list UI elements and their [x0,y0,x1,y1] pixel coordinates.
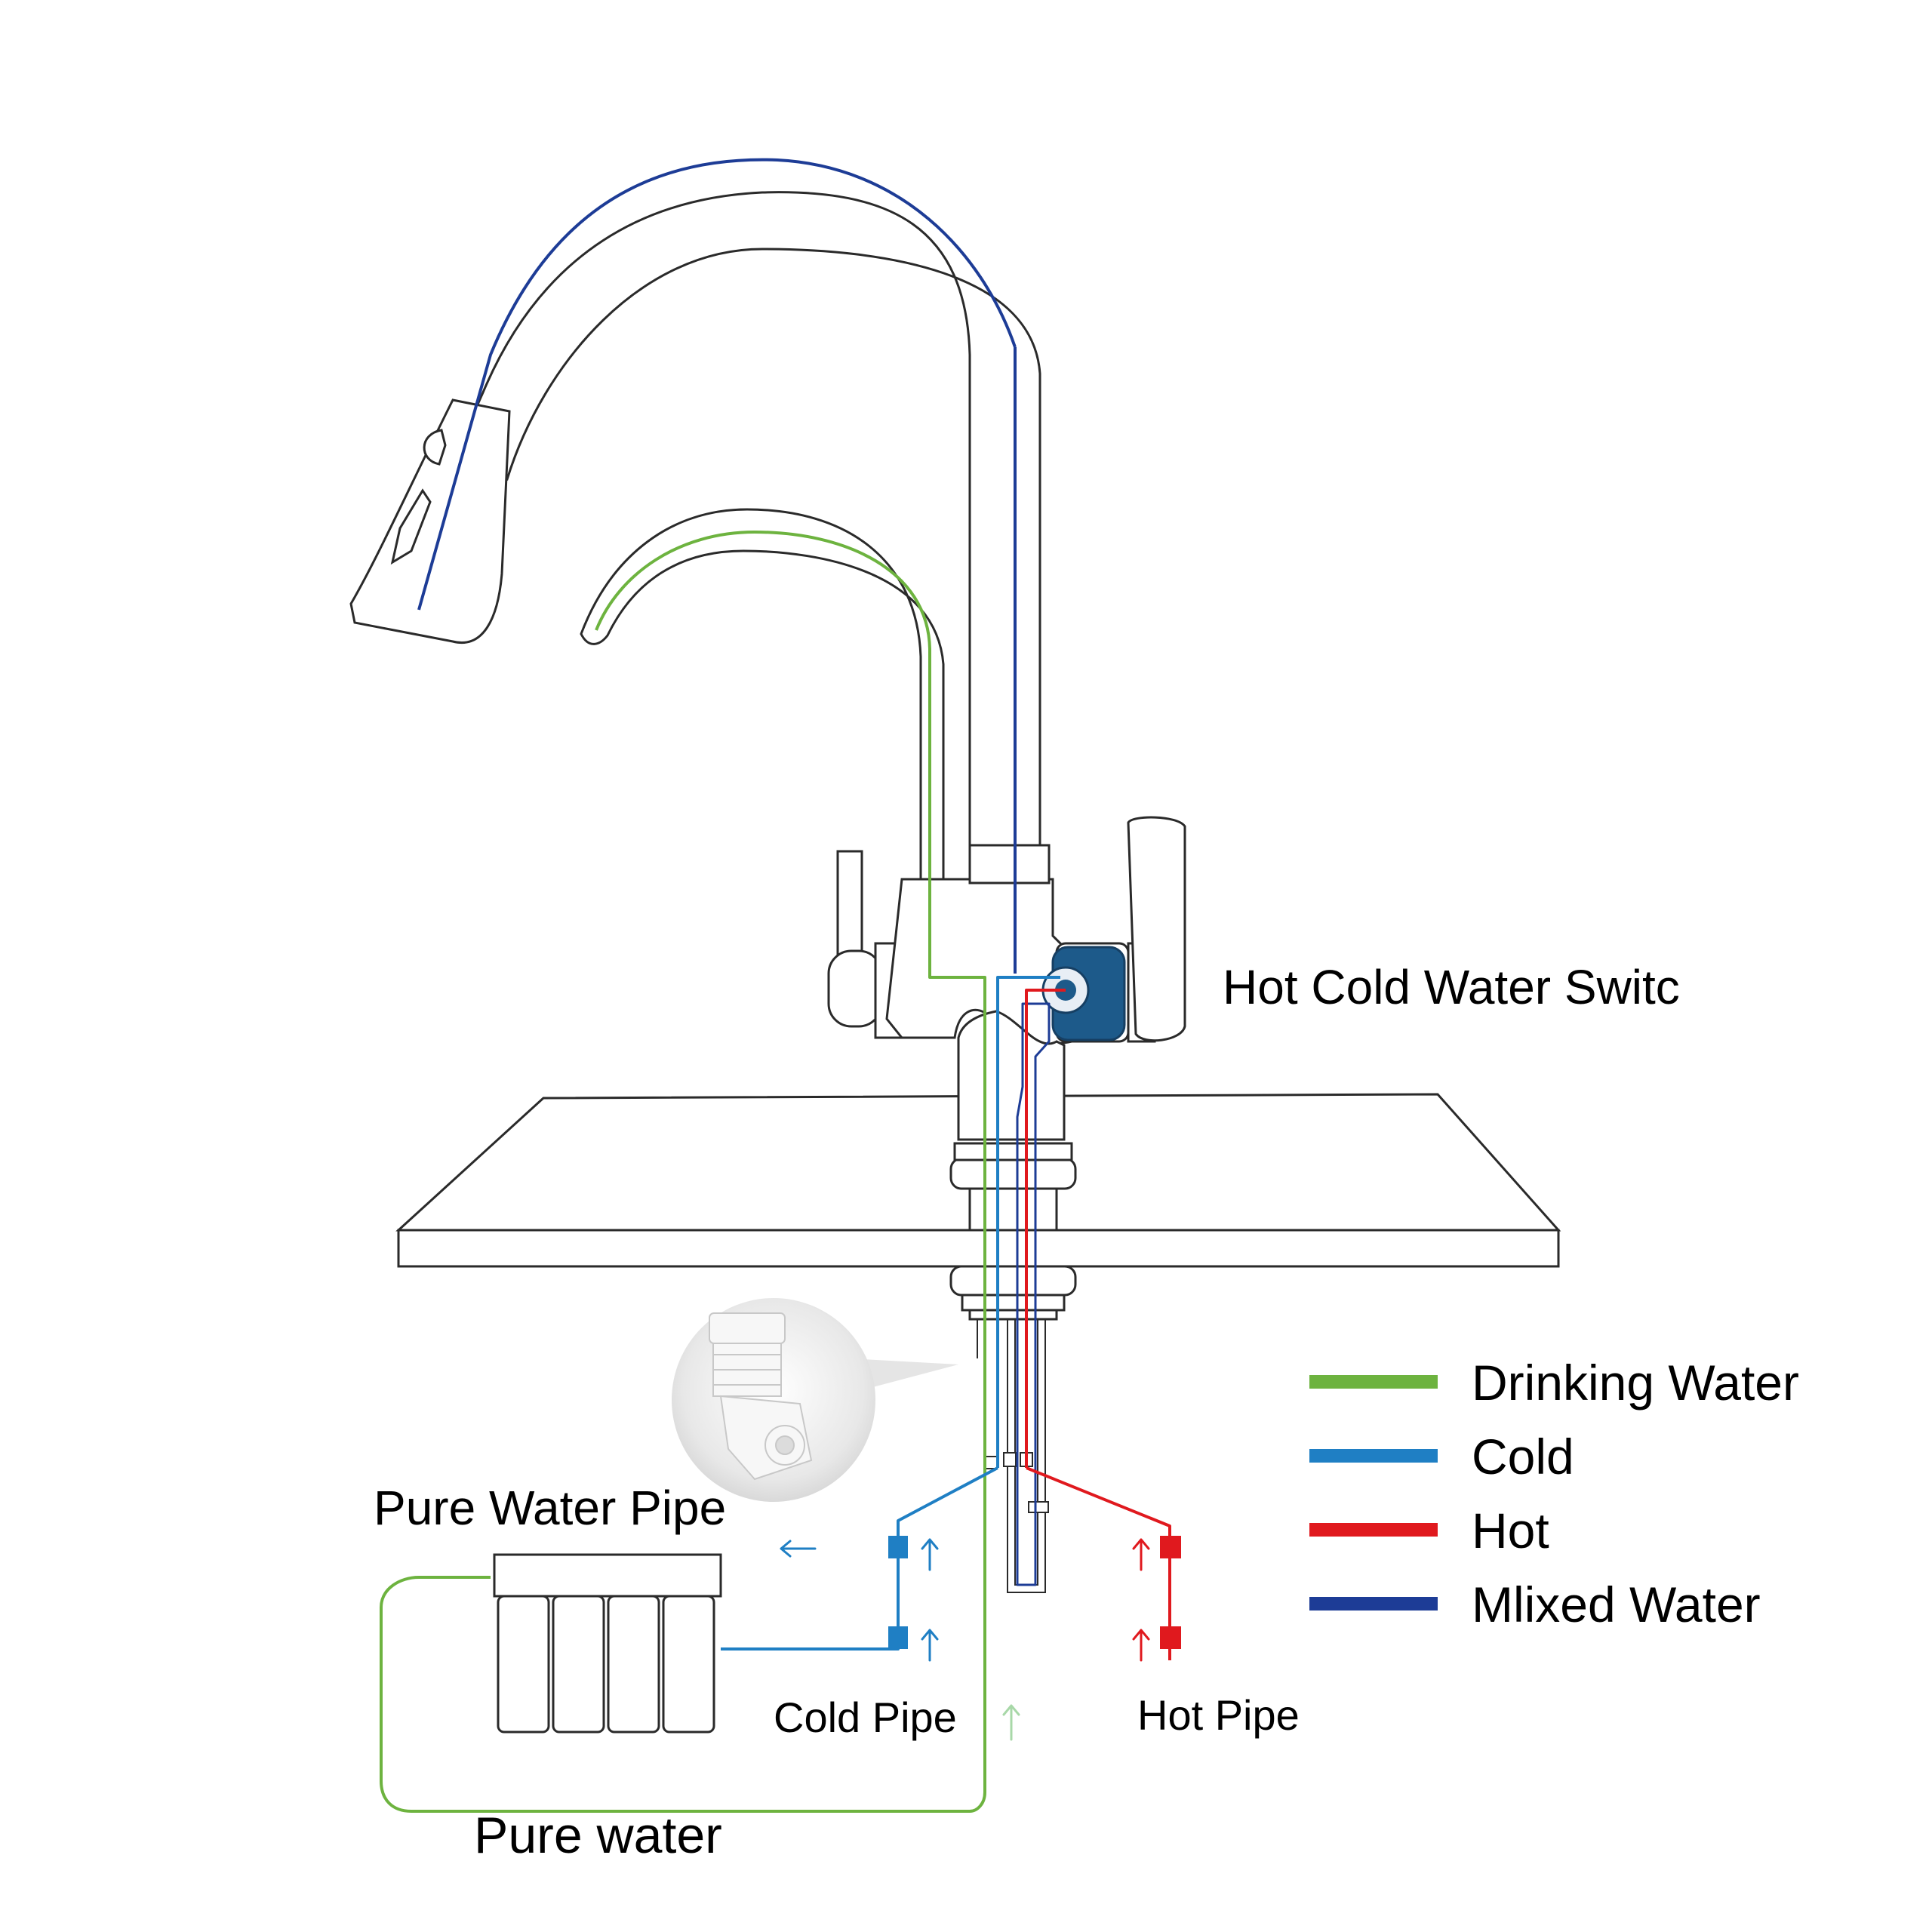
legend-label: Mlixed Water [1472,1577,1761,1632]
hot-valve-upper [1160,1536,1181,1558]
hot-valve-lower [1160,1626,1181,1649]
arrow-up-icon [1132,1629,1150,1662]
legend-item-mixed-water: Mlixed Water [1309,1577,1761,1632]
cold-valve-lower [888,1626,908,1649]
legend-label: Hot [1472,1503,1549,1558]
pure-water-pipe-label: Pure Water Pipe [374,1481,726,1535]
hot-cold-knob [1041,946,1126,1041]
arrow-up-icon [921,1538,939,1571]
legend-item-hot: Hot [1309,1503,1549,1558]
under-sink-hoses [977,1319,1049,1593]
flow-arrows [780,1538,1150,1741]
legend-item-drinking-water: Drinking Water [1309,1355,1799,1411]
quick-connect-fitting-icon [709,1312,813,1481]
mixed-water-line [417,158,1051,1586]
legend-label: Cold [1472,1429,1574,1484]
arrow-up-icon [1002,1704,1020,1741]
arrow-left-icon [780,1540,817,1558]
drinking-spout [580,508,945,888]
legend: Drinking Water Cold Hot Mlixed Water [1309,1355,1799,1632]
cold-pipe-valves [888,1536,908,1649]
cold-valve-upper [888,1536,908,1558]
arrow-up-icon [921,1629,939,1662]
hot-cold-switch-label: Hot Cold Water Switc [1223,960,1680,1014]
legend-label: Drinking Water [1472,1355,1799,1411]
water-filter-unit [493,1553,722,1734]
hot-water-line [1025,989,1171,1660]
pure-water-label: Pure water [474,1807,722,1864]
main-spout [349,191,1041,847]
fitting-callout [672,1298,958,1502]
legend-item-cold: Cold [1309,1429,1574,1484]
cold-pipe-label: Cold Pipe [774,1694,957,1741]
hot-pipe-label: Hot Pipe [1137,1691,1300,1739]
arrow-up-icon [1132,1538,1150,1571]
hot-pipe-valves [1160,1536,1181,1649]
